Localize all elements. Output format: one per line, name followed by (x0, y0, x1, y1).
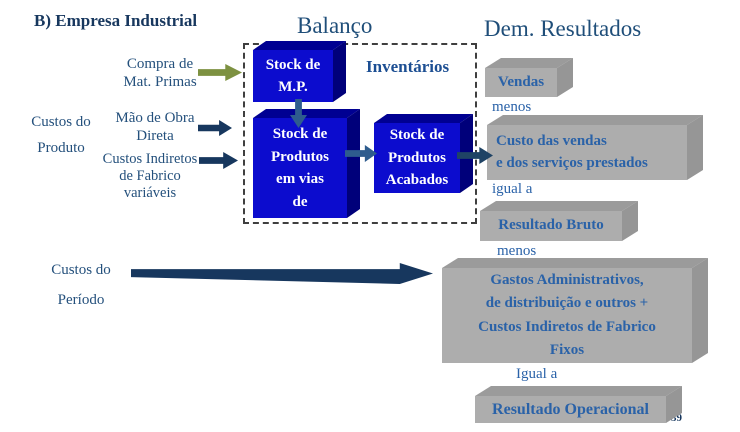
vendas-box: Vendas (485, 68, 557, 97)
period-costs-long-arrow-icon (131, 263, 433, 284)
operator-igual-a: Igual a (516, 366, 558, 382)
balance-sheet-title: Balanço (297, 13, 373, 38)
stock-mp-box: Stock de M.P. (253, 50, 333, 102)
operator-menos: menos (497, 243, 537, 259)
operator-menos: menos (492, 99, 532, 115)
stock-wip-box: Stock de Produtos em vias de (253, 118, 347, 218)
operator-igual-a: igual a (492, 181, 533, 197)
resultado-bruto-box: Resultado Bruto (480, 211, 622, 241)
label-custos-do-produto: Custos do Produto (31, 114, 91, 157)
label-custos-indiretos-variaveis: Custos Indiretos de Fabrico variáveis (102, 151, 198, 202)
section-title: B) Empresa Industrial (34, 11, 198, 30)
page-number: 39 (671, 412, 682, 424)
inventories-label: Inventários (366, 57, 450, 76)
label-custos-do-periodo: Custos do Período (51, 262, 111, 308)
resultado-operacional-box: Resultado Operacional (475, 396, 666, 423)
inventories-dashed-frame (243, 43, 477, 224)
custo-das-vendas-box: Custo das vendas e dos serviços prestado… (487, 125, 687, 180)
stock-finished-goods-box: Stock de Produtos Acabados (374, 123, 460, 193)
label-compra-mat-primas: Compra de Mat. Primas (123, 56, 197, 90)
income-statement-title: Dem. Resultados (484, 16, 642, 41)
label-mao-de-obra-direta: Mão de Obra Direta (115, 110, 195, 144)
gastos-administrativos-box: Gastos Administrativos, de distribuição … (442, 268, 692, 363)
navy-right-arrow-icon (198, 120, 232, 136)
